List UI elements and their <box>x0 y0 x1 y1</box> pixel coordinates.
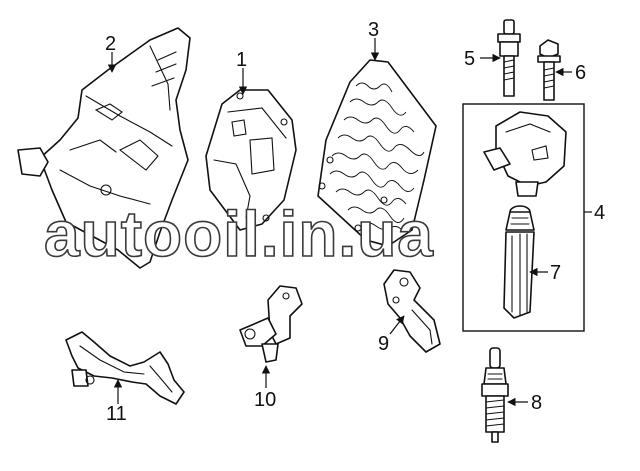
callout-8: 8 <box>531 392 542 414</box>
part-5-stud-bolt <box>497 19 521 97</box>
part-4-group-box <box>462 103 585 332</box>
callout-4: 4 <box>594 202 605 224</box>
callout-6: 6 <box>575 62 586 84</box>
part-11-harness <box>65 331 185 405</box>
part-2-bracket-housing <box>17 27 191 269</box>
callout-2: 2 <box>105 33 116 55</box>
leader-9 <box>389 315 405 335</box>
leader-lines <box>107 38 592 407</box>
callout-9: 9 <box>378 333 389 355</box>
callout-5: 5 <box>464 48 475 70</box>
part-1-ecm-module <box>205 89 297 231</box>
watermark-text: autooil.in.ua <box>44 198 434 270</box>
ignition-coil-head <box>483 111 567 197</box>
part-8-spark-plug <box>481 347 509 443</box>
callout-1: 1 <box>236 49 247 71</box>
callout-labels: 1 2 3 4 5 6 7 8 9 10 11 <box>105 19 605 425</box>
part-4-coil-group <box>462 103 585 332</box>
callout-3: 3 <box>368 19 379 41</box>
callout-7: 7 <box>550 262 561 284</box>
part-9-cam-sensor <box>383 269 441 353</box>
part-3-shield-plate <box>317 59 437 247</box>
callout-10: 10 <box>254 389 276 411</box>
callout-11: 11 <box>106 403 127 425</box>
part-10-crank-sensor <box>239 285 303 363</box>
part-7-coil-boot <box>503 205 535 319</box>
part-6-flange-bolt <box>537 39 561 101</box>
